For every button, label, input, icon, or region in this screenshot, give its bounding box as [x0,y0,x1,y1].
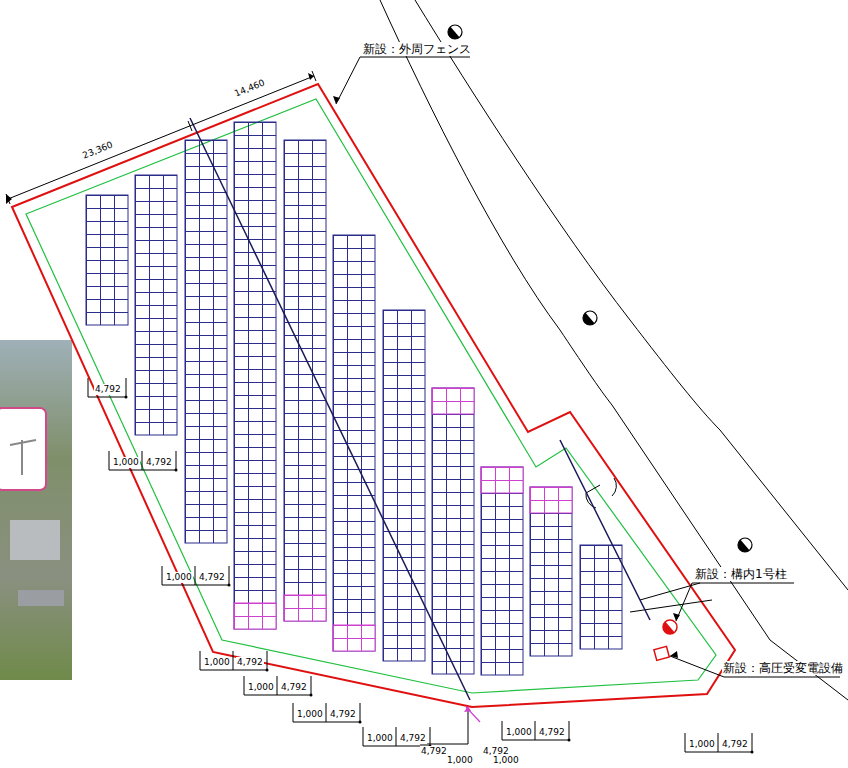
dimension-label: 4,792 [721,739,749,750]
inset-photo [0,340,72,680]
dimension-label: 1,000 [203,657,231,668]
dimension-label: 1,000 [366,733,394,744]
outer-fence [12,84,735,707]
dimension-label: 4,792 [399,733,427,744]
pv-array [86,122,622,675]
dimension-dot [125,396,754,754]
dimension-label: 1,000 [446,755,474,766]
cable-route [190,118,470,700]
dimension-label: 14,460 [232,77,267,100]
dimension-label: 4,792 [420,746,448,757]
callout-label: 新設：高圧受変電設備 [722,661,844,675]
cable-route [560,440,650,620]
dimension-label: 1,000 [165,572,193,583]
dimension-label: 4,792 [329,709,357,720]
dimension-label: 4,792 [236,657,264,668]
dimension-label: 1,000 [247,682,275,693]
pole-symbol [660,620,677,637]
dimension-label: 1,000 [505,727,533,738]
leader-arrow [333,96,680,658]
setback-line [26,99,716,693]
leader-line [336,57,840,677]
dimension-label: 4,792 [538,727,566,738]
dimension-arrow [6,73,314,204]
dimension-label: 4,792 [280,682,308,693]
road-edge [380,0,848,700]
callout-label: 新設：外周フェンス [362,42,472,56]
dimension-label: 4,792 [198,572,226,583]
dimension-label: 4,792 [145,457,173,468]
utility-pole [445,25,752,555]
dimension-label: 1,000 [688,739,716,750]
leader-arrow [464,706,471,712]
dimension-line [6,71,316,204]
dimension-label: 4,792 [94,384,122,395]
dimension-label: 1,000 [492,755,520,766]
dimension-label: 1,000 [296,709,324,720]
dimension-line [88,378,752,752]
substation-symbol [654,646,669,660]
dimension-label: 1,000 [112,457,140,468]
callout-label: 新設：構内1号柱 [694,567,788,581]
